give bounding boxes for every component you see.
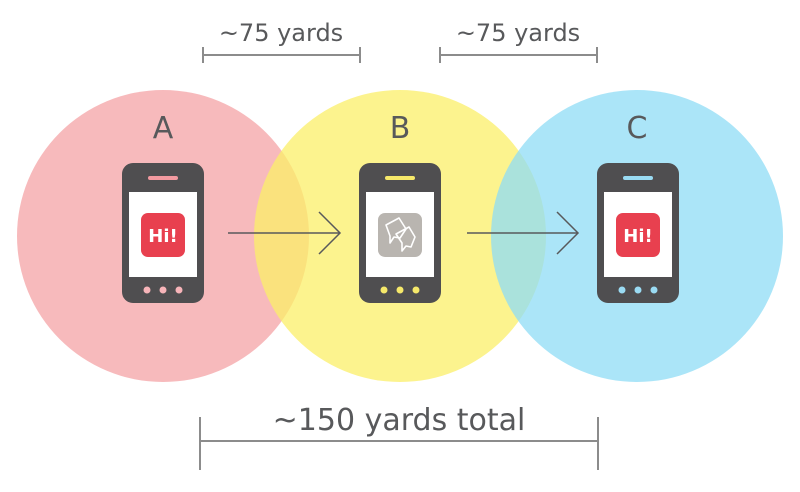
hi-message-app-icon: Hi!: [616, 213, 660, 257]
node-label-b: B: [390, 111, 411, 146]
phone-dot: [634, 286, 642, 294]
chat-bubbles-icon: [378, 213, 422, 257]
arrow-right-icon: [228, 211, 342, 255]
message-text-a: Hi!: [148, 226, 177, 247]
phone-dot: [412, 286, 420, 294]
measure-bc: ~75 yards: [439, 19, 598, 63]
node-label-a: A: [153, 111, 174, 146]
phone-dot: [618, 286, 626, 294]
phone-dot: [380, 286, 388, 294]
distance-total-label: ~150 yards total: [273, 403, 526, 438]
phone-c: Hi!: [597, 163, 679, 303]
phone-speaker: [385, 176, 415, 180]
distance-ab-label: ~75 yards: [219, 19, 343, 47]
message-text-c: Hi!: [623, 226, 652, 247]
hi-message-app-icon: Hi!: [141, 213, 185, 257]
phone-dot: [650, 286, 658, 294]
measure-total: ~150 yards total: [199, 403, 599, 470]
distance-bc-label: ~75 yards: [456, 19, 580, 47]
phone-dot: [143, 286, 151, 294]
phone-a: Hi!: [122, 163, 204, 303]
phone-dot: [175, 286, 183, 294]
arrow-right-icon: [467, 211, 580, 255]
phone-speaker: [148, 176, 178, 180]
phone-dot: [159, 286, 167, 294]
phone-speaker: [623, 176, 653, 180]
phone-b: [359, 163, 441, 303]
measure-ab: ~75 yards: [202, 19, 361, 63]
phone-dot: [396, 286, 404, 294]
node-label-c: C: [627, 111, 648, 146]
